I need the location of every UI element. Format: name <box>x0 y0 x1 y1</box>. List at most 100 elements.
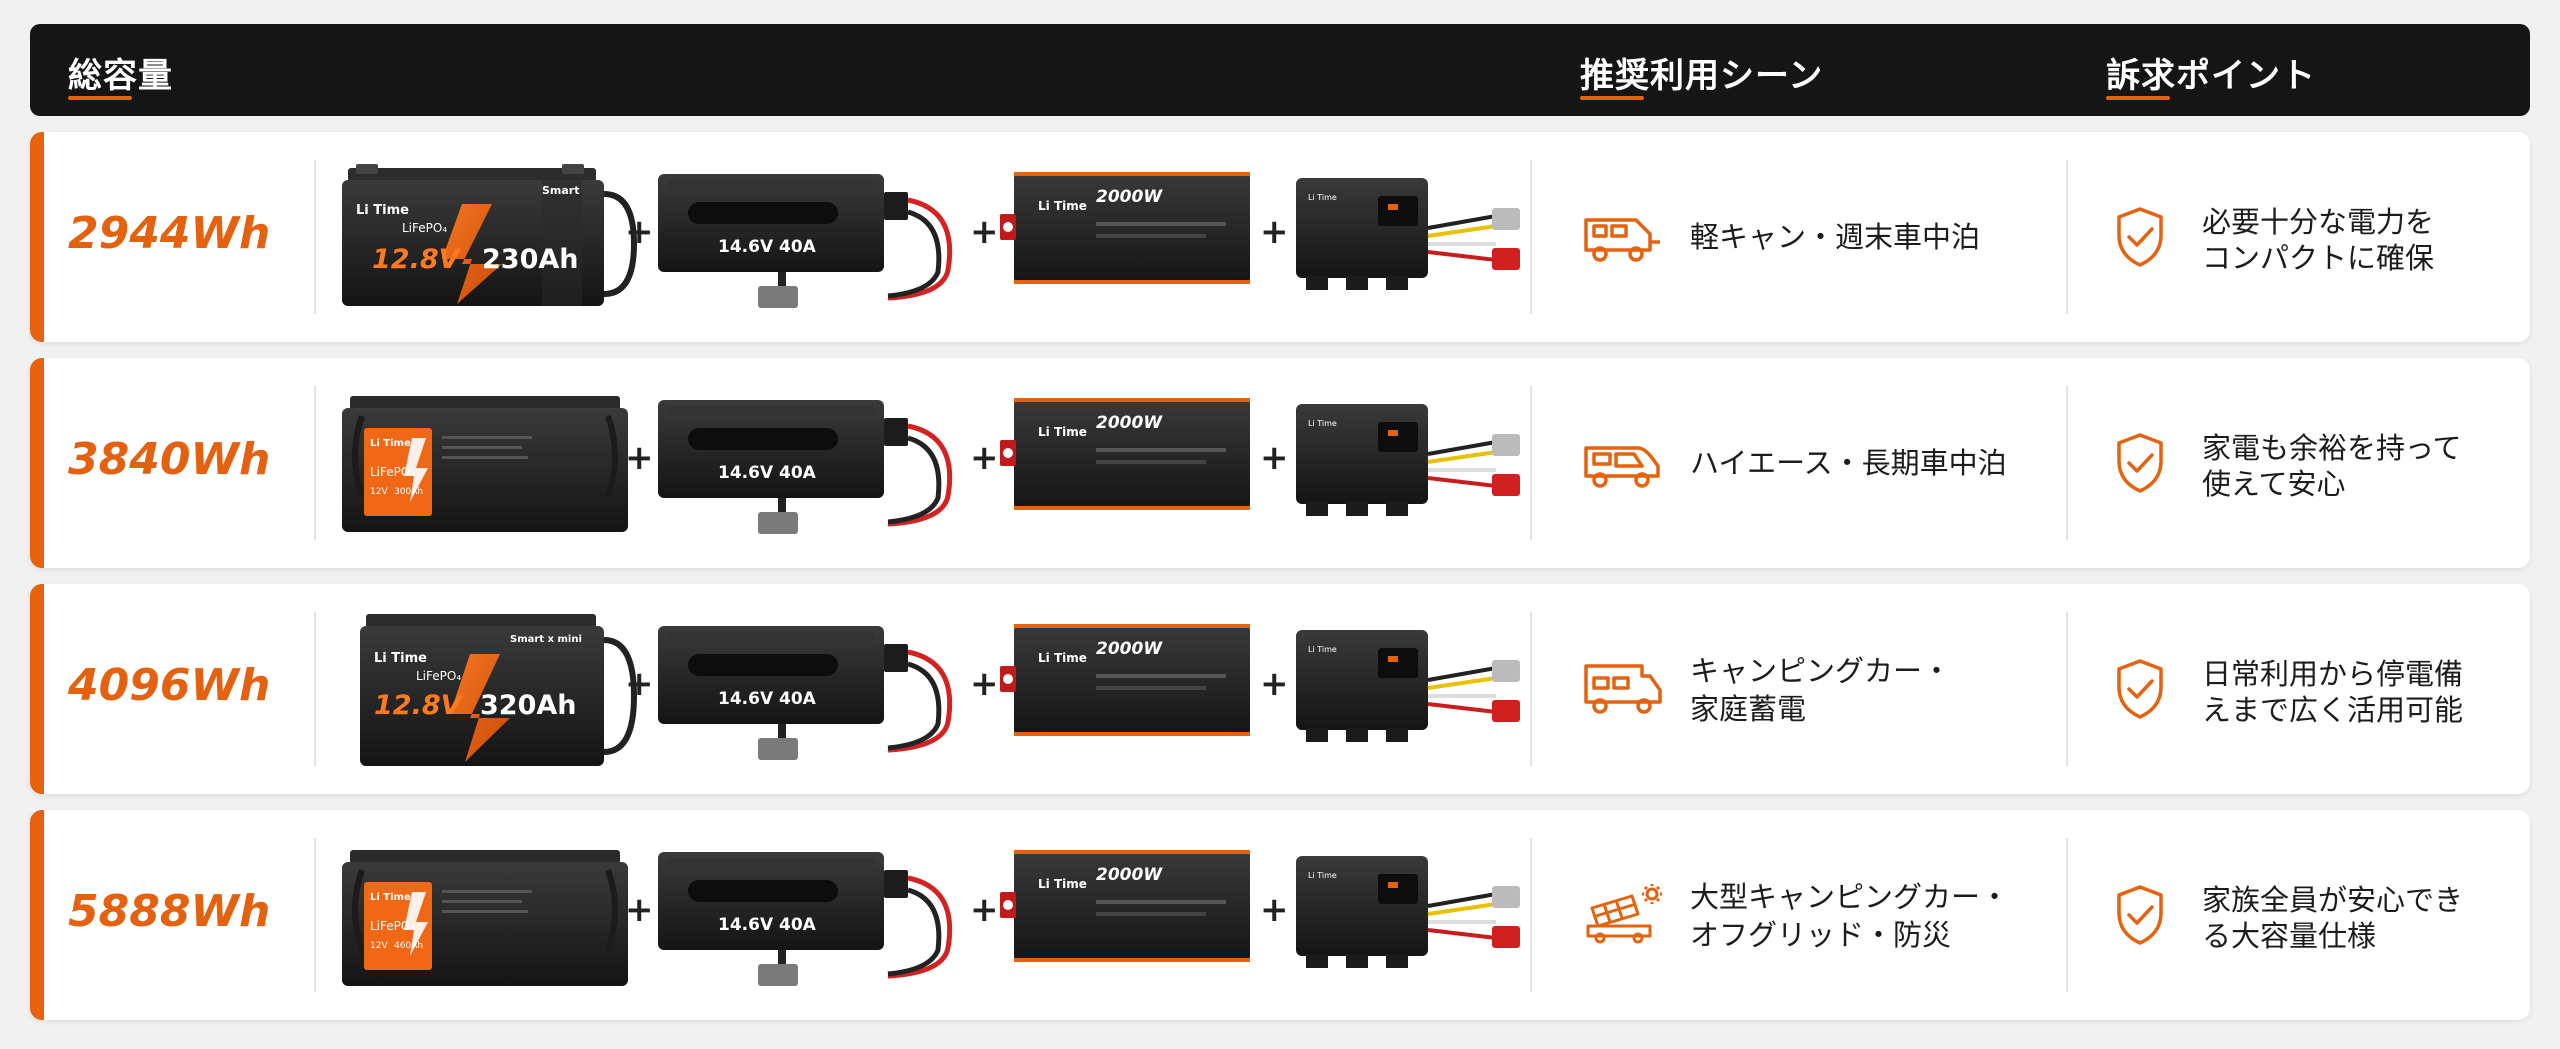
plus-sign: + <box>1260 890 1289 930</box>
svg-text:14.6V 40A: 14.6V 40A <box>718 463 817 483</box>
charger-image: 14.6V 40A <box>658 174 970 314</box>
charger-image: 14.6V 40A <box>658 400 970 540</box>
shield-check-icon <box>2114 658 2166 720</box>
svg-text:Li Time: Li Time <box>1308 193 1337 202</box>
battery-image: Li Time LiFePO₄ 12V 300Ah <box>342 390 642 534</box>
total-capacity-value: 2944Wh <box>68 208 271 259</box>
battery-image: Li Time LiFePO₄ 12.8V 320Ah Smart x mini <box>360 610 640 770</box>
battery-image: Li Time LiFePO₄ 12.8V 230Ah Smart <box>342 164 642 308</box>
svg-text:LiFePO₄: LiFePO₄ <box>416 669 461 683</box>
plus-sign: + <box>970 890 999 930</box>
plus-sign: + <box>970 438 999 478</box>
shield-check-icon <box>2114 432 2166 494</box>
svg-text:Li Time: Li Time <box>370 438 411 449</box>
row-accent-bar <box>30 132 44 342</box>
divider <box>2066 612 2068 766</box>
table-header: 総容量 推奨利用シーン 訴求ポイント <box>30 24 2530 116</box>
recommended-scene-text: 大型キャンピングカー・ オフグリッド・防災 <box>1690 880 2010 952</box>
inverter-image: Li Time 2000W <box>996 398 1250 520</box>
brand-label: Li Time <box>356 203 409 218</box>
plus-sign: + <box>1260 664 1289 704</box>
header-appeal-point: 訴求ポイント <box>2106 48 2316 100</box>
divider <box>1530 386 1532 540</box>
svg-text:Li Time: Li Time <box>1308 871 1337 880</box>
svg-text:14.6V 40A: 14.6V 40A <box>718 689 817 709</box>
svg-text:2000W: 2000W <box>1096 639 1163 659</box>
svg-text:Li Time: Li Time <box>370 892 411 903</box>
config-row: 3840Wh Li Time LiFePO₄ 12V 300Ah + 14.6V… <box>30 358 2530 568</box>
config-row: 4096Wh Li Time LiFePO₄ 12.8V 320Ah Smart… <box>30 584 2530 794</box>
divider <box>314 160 316 314</box>
svg-text:LiFePO₄: LiFePO₄ <box>370 465 415 479</box>
svg-text:LiFePO₄: LiFePO₄ <box>402 221 447 235</box>
total-capacity-value: 3840Wh <box>68 434 271 485</box>
plus-sign: + <box>1260 438 1289 478</box>
row-accent-bar <box>30 358 44 568</box>
camper-truck-icon <box>1582 658 1664 718</box>
svg-text:Smart: Smart <box>542 184 580 197</box>
controller-image: Li Time <box>1296 178 1536 298</box>
config-row: 2944Wh Li Time LiFePO₄ 12.8V 230Ah Smart… <box>30 132 2530 342</box>
svg-text:LiFePO₄: LiFePO₄ <box>370 919 415 933</box>
svg-text:12.8V: 12.8V <box>372 244 462 275</box>
plus-sign: + <box>970 212 999 252</box>
svg-text:Smart x mini: Smart x mini <box>510 634 582 645</box>
inverter-image: Li Time 2000W <box>996 172 1250 294</box>
svg-text:Li Time: Li Time <box>1038 425 1087 439</box>
appeal-point-text: 家電も余裕を持って 使えて安心 <box>2202 431 2462 501</box>
charger-image: 14.6V 40A <box>658 852 970 992</box>
total-capacity-value: 5888Wh <box>68 886 271 937</box>
plus-sign: + <box>625 890 654 930</box>
total-capacity-value: 4096Wh <box>68 660 271 711</box>
plus-sign: + <box>1260 212 1289 252</box>
svg-text:320Ah: 320Ah <box>480 690 576 721</box>
divider <box>1530 612 1532 766</box>
divider <box>314 612 316 766</box>
divider <box>2066 838 2068 992</box>
battery-image: Li Time LiFePO₄ 12V 460Ah <box>342 844 642 988</box>
divider <box>314 838 316 992</box>
divider <box>1530 838 1532 992</box>
svg-text:12V: 12V <box>370 941 388 951</box>
svg-text:300Ah: 300Ah <box>394 487 423 497</box>
svg-text:12.8V: 12.8V <box>374 690 464 721</box>
row-accent-bar <box>30 810 44 1020</box>
divider <box>2066 160 2068 314</box>
svg-text:230Ah: 230Ah <box>482 244 578 275</box>
header-recommended-scene: 推奨利用シーン <box>1580 48 1823 100</box>
header-total-capacity: 総容量 <box>68 48 173 100</box>
charger-image: 14.6V 40A <box>658 626 970 766</box>
svg-text:Li Time: Li Time <box>1038 877 1087 891</box>
divider <box>314 386 316 540</box>
plus-sign: + <box>625 212 654 252</box>
svg-text:Li Time: Li Time <box>1308 419 1337 428</box>
shield-check-icon <box>2114 884 2166 946</box>
camper-van-icon <box>1582 206 1664 266</box>
svg-text:2000W: 2000W <box>1096 187 1163 207</box>
config-row: 5888Wh Li Time LiFePO₄ 12V 460Ah + 14.6V… <box>30 810 2530 1020</box>
inverter-image: Li Time 2000W <box>996 850 1250 972</box>
appeal-point-text: 家族全員が安心でき る大容量仕様 <box>2202 883 2464 953</box>
controller-image: Li Time <box>1296 856 1536 976</box>
svg-text:14.6V 40A: 14.6V 40A <box>718 237 817 257</box>
svg-text:Li Time: Li Time <box>374 651 427 666</box>
shield-check-icon <box>2114 206 2166 268</box>
divider <box>2066 386 2068 540</box>
recommended-scene-text: 軽キャン・週末車中泊 <box>1690 220 1981 254</box>
plus-sign: + <box>970 664 999 704</box>
svg-text:2000W: 2000W <box>1096 413 1163 433</box>
svg-text:2000W: 2000W <box>1096 865 1163 885</box>
svg-text:460Ah: 460Ah <box>394 941 423 951</box>
controller-image: Li Time <box>1296 404 1536 524</box>
van-icon <box>1582 432 1664 492</box>
divider <box>1530 160 1532 314</box>
inverter-image: Li Time 2000W <box>996 624 1250 746</box>
svg-text:Li Time: Li Time <box>1038 199 1087 213</box>
solar-camper-icon <box>1582 884 1664 944</box>
row-accent-bar <box>30 584 44 794</box>
svg-text:12V: 12V <box>370 487 388 497</box>
recommended-scene-text: ハイエース・長期車中泊 <box>1690 446 2007 480</box>
svg-text:14.6V 40A: 14.6V 40A <box>718 915 817 935</box>
recommended-scene-text: キャンピングカー・ 家庭蓄電 <box>1690 654 1952 726</box>
svg-text:Li Time: Li Time <box>1038 651 1087 665</box>
